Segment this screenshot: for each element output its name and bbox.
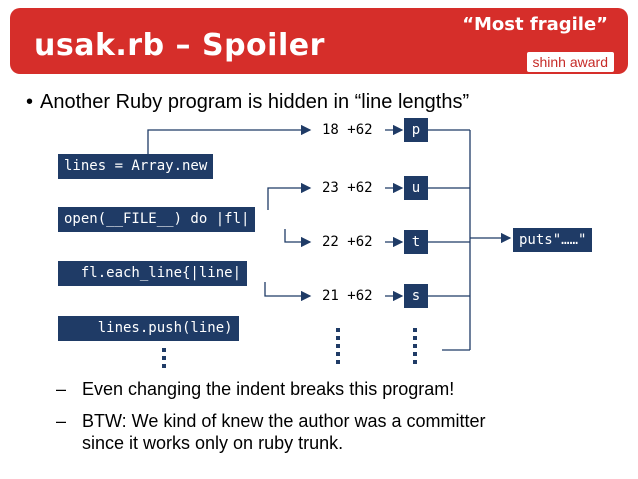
connector-line-3 xyxy=(284,229,312,248)
slide-title: usak.rb – Spoiler xyxy=(34,28,325,63)
dash-icon: – xyxy=(56,411,67,431)
note-2: –BTW: We kind of knew the author was a c… xyxy=(56,410,486,432)
note-2-text: BTW: We kind of knew the author was a co… xyxy=(82,411,486,431)
length-4: 21 +62 xyxy=(322,288,373,304)
code-line-3: fl.each_line{|line| xyxy=(58,261,248,286)
char-1: p xyxy=(404,118,428,142)
title-banner: usak.rb – Spoiler “Most fragile” shinh a… xyxy=(10,8,628,74)
code-line-2: open(__FILE__) do |fl| xyxy=(58,207,256,232)
connector-line-4 xyxy=(264,282,312,302)
length-1: 18 +62 xyxy=(322,122,373,138)
note-1-text: Even changing the indent breaks this pro… xyxy=(82,379,455,399)
main-bullet-text: Another Ruby program is hidden in “line … xyxy=(40,91,470,113)
code-line-1: lines = Array.new xyxy=(58,154,214,179)
connector-line-2 xyxy=(267,182,312,210)
char-2: u xyxy=(404,176,428,200)
note-1: –Even changing the indent breaks this pr… xyxy=(56,378,454,400)
ellipsis-lengths xyxy=(336,328,340,364)
note-2-text-cont: since it works only on ruby trunk. xyxy=(82,433,344,453)
bullet-dot-icon: • xyxy=(26,91,34,113)
char-4: s xyxy=(404,284,428,308)
length-2: 23 +62 xyxy=(322,180,373,196)
main-bullet: • Another Ruby program is hidden in “line… xyxy=(26,91,469,114)
code-line-4: lines.push(line) xyxy=(58,316,239,341)
note-2-cont: since it works only on ruby trunk. xyxy=(56,432,343,454)
output-box: puts"……" xyxy=(513,228,593,252)
dash-icon: – xyxy=(56,379,67,399)
award-quote: “Most fragile” xyxy=(462,14,608,35)
char-3: t xyxy=(404,230,428,254)
award-badge: shinh award xyxy=(526,52,614,72)
connector-line-1 xyxy=(147,124,312,162)
length-3: 22 +62 xyxy=(322,234,373,250)
ellipsis-code xyxy=(162,348,166,368)
ellipsis-chars xyxy=(413,328,417,364)
